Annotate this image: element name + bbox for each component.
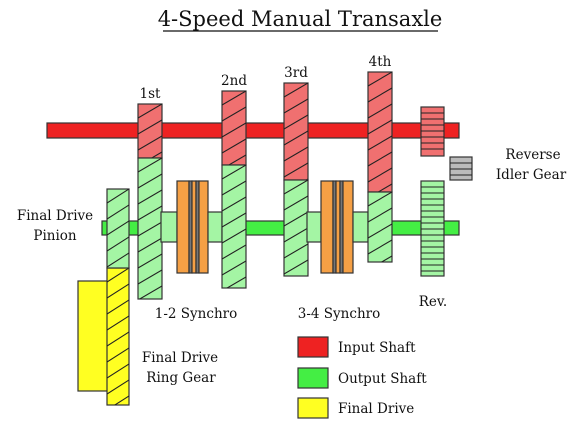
final-drive-pinion-label-line1: Final Drive [17, 208, 93, 224]
gear-label-4th: 4th [369, 54, 392, 70]
synchro-3-4-label: 3-4 Synchro [298, 306, 380, 322]
synchro-1-2 [160, 180, 223, 274]
reverse-idler-label-line2: Idler Gear [496, 167, 567, 183]
fourth-input-gear [367, 71, 393, 193]
second-input-gear [221, 90, 247, 166]
gear-label-2nd: 2nd [221, 73, 247, 89]
legend-label-output-shaft: Output Shaft [338, 371, 427, 387]
legend-swatch-output-shaft [297, 367, 329, 389]
legend-swatch-input-shaft [297, 336, 329, 358]
legend: Input Shaft Output Shaft Final Drive [297, 336, 427, 419]
final-drive-pinion [106, 188, 130, 269]
first-input-gear [137, 103, 163, 159]
third-input-gear [283, 82, 309, 181]
ring-gear-label-line1: Final Drive [142, 350, 218, 366]
reverse-idler-gear [449, 156, 473, 181]
legend-label-final-drive: Final Drive [338, 401, 414, 417]
ring-gear-label-line2: Ring Gear [146, 370, 216, 386]
first-output-gear [137, 157, 163, 300]
synchro-3-4 [306, 180, 369, 274]
gear-label-1st: 1st [140, 86, 162, 102]
final-drive-pinion-label-line2: Pinion [33, 228, 77, 244]
synchro-1-2-label: 1-2 Synchro [155, 306, 237, 322]
input-shaft [46, 122, 460, 139]
diagram-title: 4-Speed Manual Transaxle [158, 7, 443, 31]
reverse-input-gear [420, 106, 445, 157]
reverse-idler-label-line1: Reverse [505, 147, 560, 163]
legend-swatch-final-drive [297, 397, 329, 419]
final-drive-ring-gear-body [77, 280, 109, 392]
third-output-gear [283, 179, 309, 277]
final-drive-ring-gear [106, 267, 130, 406]
legend-label-input-shaft: Input Shaft [338, 340, 416, 356]
reverse-label: Rev. [419, 294, 447, 310]
reverse-output-gear [420, 180, 445, 277]
second-output-gear [221, 164, 247, 289]
fourth-output-gear [367, 191, 393, 263]
gear-label-3rd: 3rd [284, 65, 308, 81]
